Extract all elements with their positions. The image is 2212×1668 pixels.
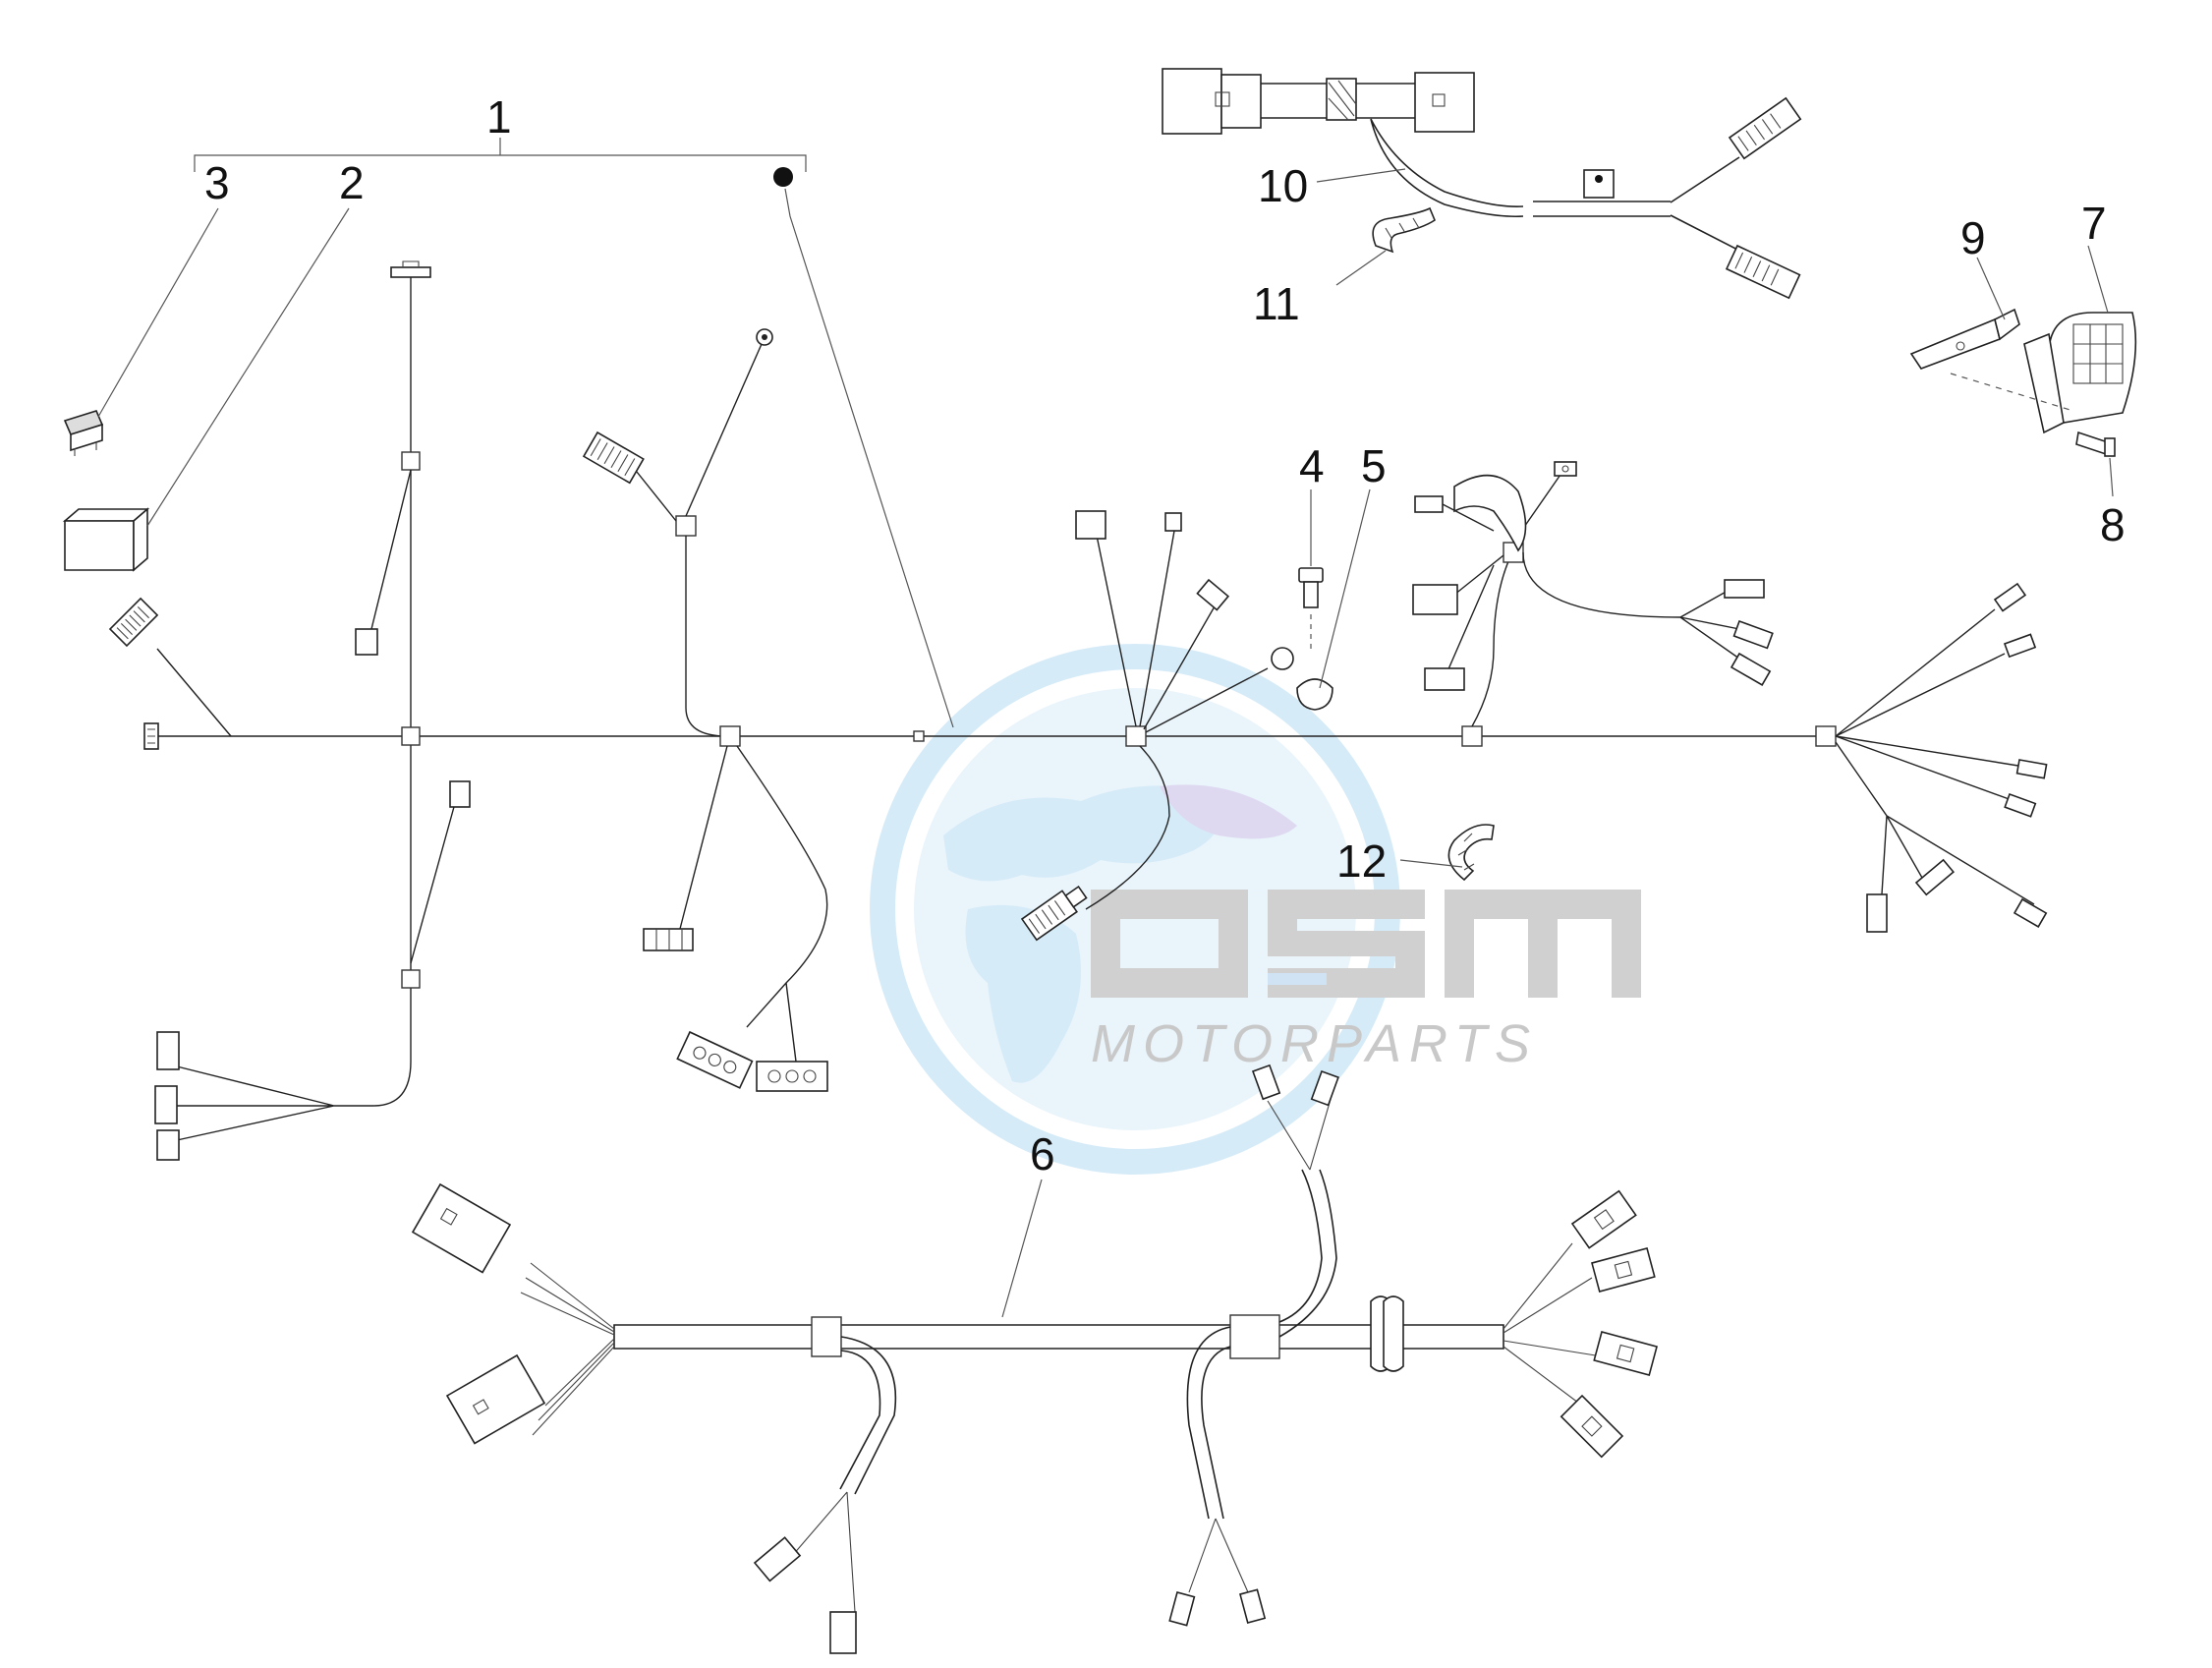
callout-1: 1 — [486, 91, 512, 143]
bracket-part-9 — [1909, 308, 2020, 370]
bolt-part-8 — [2075, 431, 2116, 457]
osm-logo-letters — [1091, 890, 1641, 998]
cable-clip-part-12 — [1447, 824, 1495, 882]
adapter-cable-part-10 — [1162, 68, 1802, 300]
main-harness-reference-dot — [773, 167, 793, 187]
callout-9: 9 — [1960, 212, 1986, 263]
connector-block-part-7 — [2023, 312, 2137, 434]
screw-part-4 — [1298, 567, 1324, 608]
callout-3: 3 — [204, 157, 230, 208]
watermark-tagline: MOTORPARTS — [1091, 1014, 1538, 1073]
osm-motorparts-watermark: MOTORPARTS — [870, 644, 1641, 1175]
callout-5: 5 — [1361, 440, 1387, 491]
fuse-part-3 — [63, 410, 104, 456]
callout-11: 11 — [1253, 278, 1300, 329]
callout-7: 7 — [2081, 198, 2107, 249]
secondary-harness — [411, 1064, 1659, 1654]
callout-10: 10 — [1258, 160, 1308, 211]
nut-part-5 — [1296, 678, 1333, 711]
callout-6: 6 — [1030, 1128, 1055, 1179]
cable-clip-part-11 — [1372, 206, 1436, 254]
callout-4: 4 — [1299, 440, 1325, 491]
callout-8: 8 — [2100, 499, 2126, 550]
main-harness — [108, 138, 2048, 1161]
callout-12: 12 — [1336, 835, 1387, 887]
callout-2: 2 — [339, 157, 365, 208]
relay-part-2 — [62, 507, 150, 572]
